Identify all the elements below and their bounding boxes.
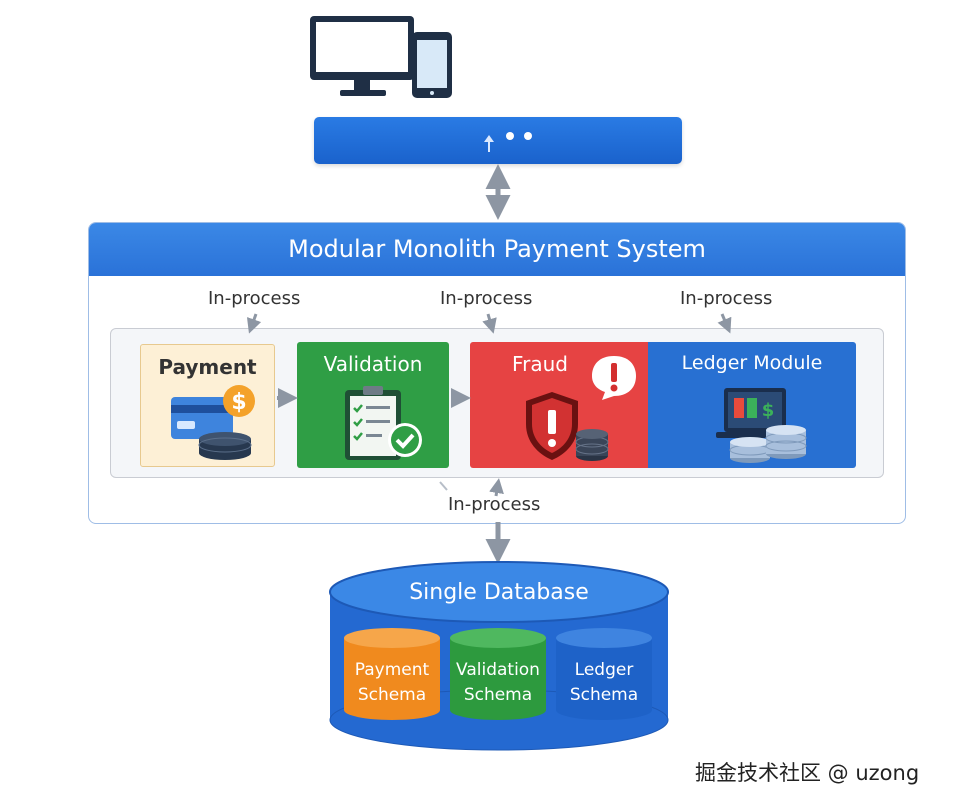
- ledger-schema-line2: Schema: [569, 685, 639, 705]
- fraud-module-title: Fraud: [512, 352, 568, 376]
- database-title: Single Database: [409, 580, 589, 605]
- in-process-label-left: In-process: [208, 288, 301, 309]
- validation-schema: Validation Schema: [450, 658, 546, 708]
- gateway-bar: [314, 117, 682, 164]
- ledger-module: Ledger Module $: [648, 342, 856, 468]
- validation-schema-line1: Validation: [456, 660, 540, 680]
- ledger-schema-line1: Ledger: [574, 660, 634, 680]
- laptop-coins-icon: $: [716, 388, 807, 463]
- svg-text:$: $: [762, 400, 775, 421]
- svg-text:$: $: [231, 390, 246, 415]
- payment-schema-line2: Schema: [357, 685, 427, 705]
- credit-card-coins-icon: $: [171, 385, 255, 460]
- validation-module-title: Validation: [323, 352, 423, 376]
- fraud-module: Fraud: [470, 342, 650, 468]
- ledger-module-title: Ledger Module: [681, 352, 823, 374]
- payment-schema-line1: Payment: [354, 660, 430, 680]
- in-process-label-right: In-process: [680, 288, 773, 309]
- shield-alert-icon: [526, 392, 609, 461]
- validation-schema-line2: Schema: [463, 685, 533, 705]
- payment-module-title: Payment: [158, 355, 257, 379]
- checklist-clipboard-icon: [345, 386, 422, 460]
- alert-bubble-icon: [592, 356, 636, 400]
- single-database-icon: [329, 561, 669, 751]
- watermark: 掘金技术社区 @ uzong: [695, 761, 920, 785]
- in-process-label-bottom: In-process: [448, 494, 541, 515]
- payment-schema: Payment Schema: [344, 658, 440, 708]
- payment-module: Payment $: [140, 344, 275, 467]
- upload-arrow-dots-icon: [484, 132, 532, 152]
- system-title: Modular Monolith Payment System: [89, 223, 905, 276]
- in-process-label-center: In-process: [440, 288, 533, 309]
- validation-module: Validation: [297, 342, 449, 468]
- ledger-schema: Ledger Schema: [556, 658, 652, 708]
- client-devices-icon: [310, 16, 452, 98]
